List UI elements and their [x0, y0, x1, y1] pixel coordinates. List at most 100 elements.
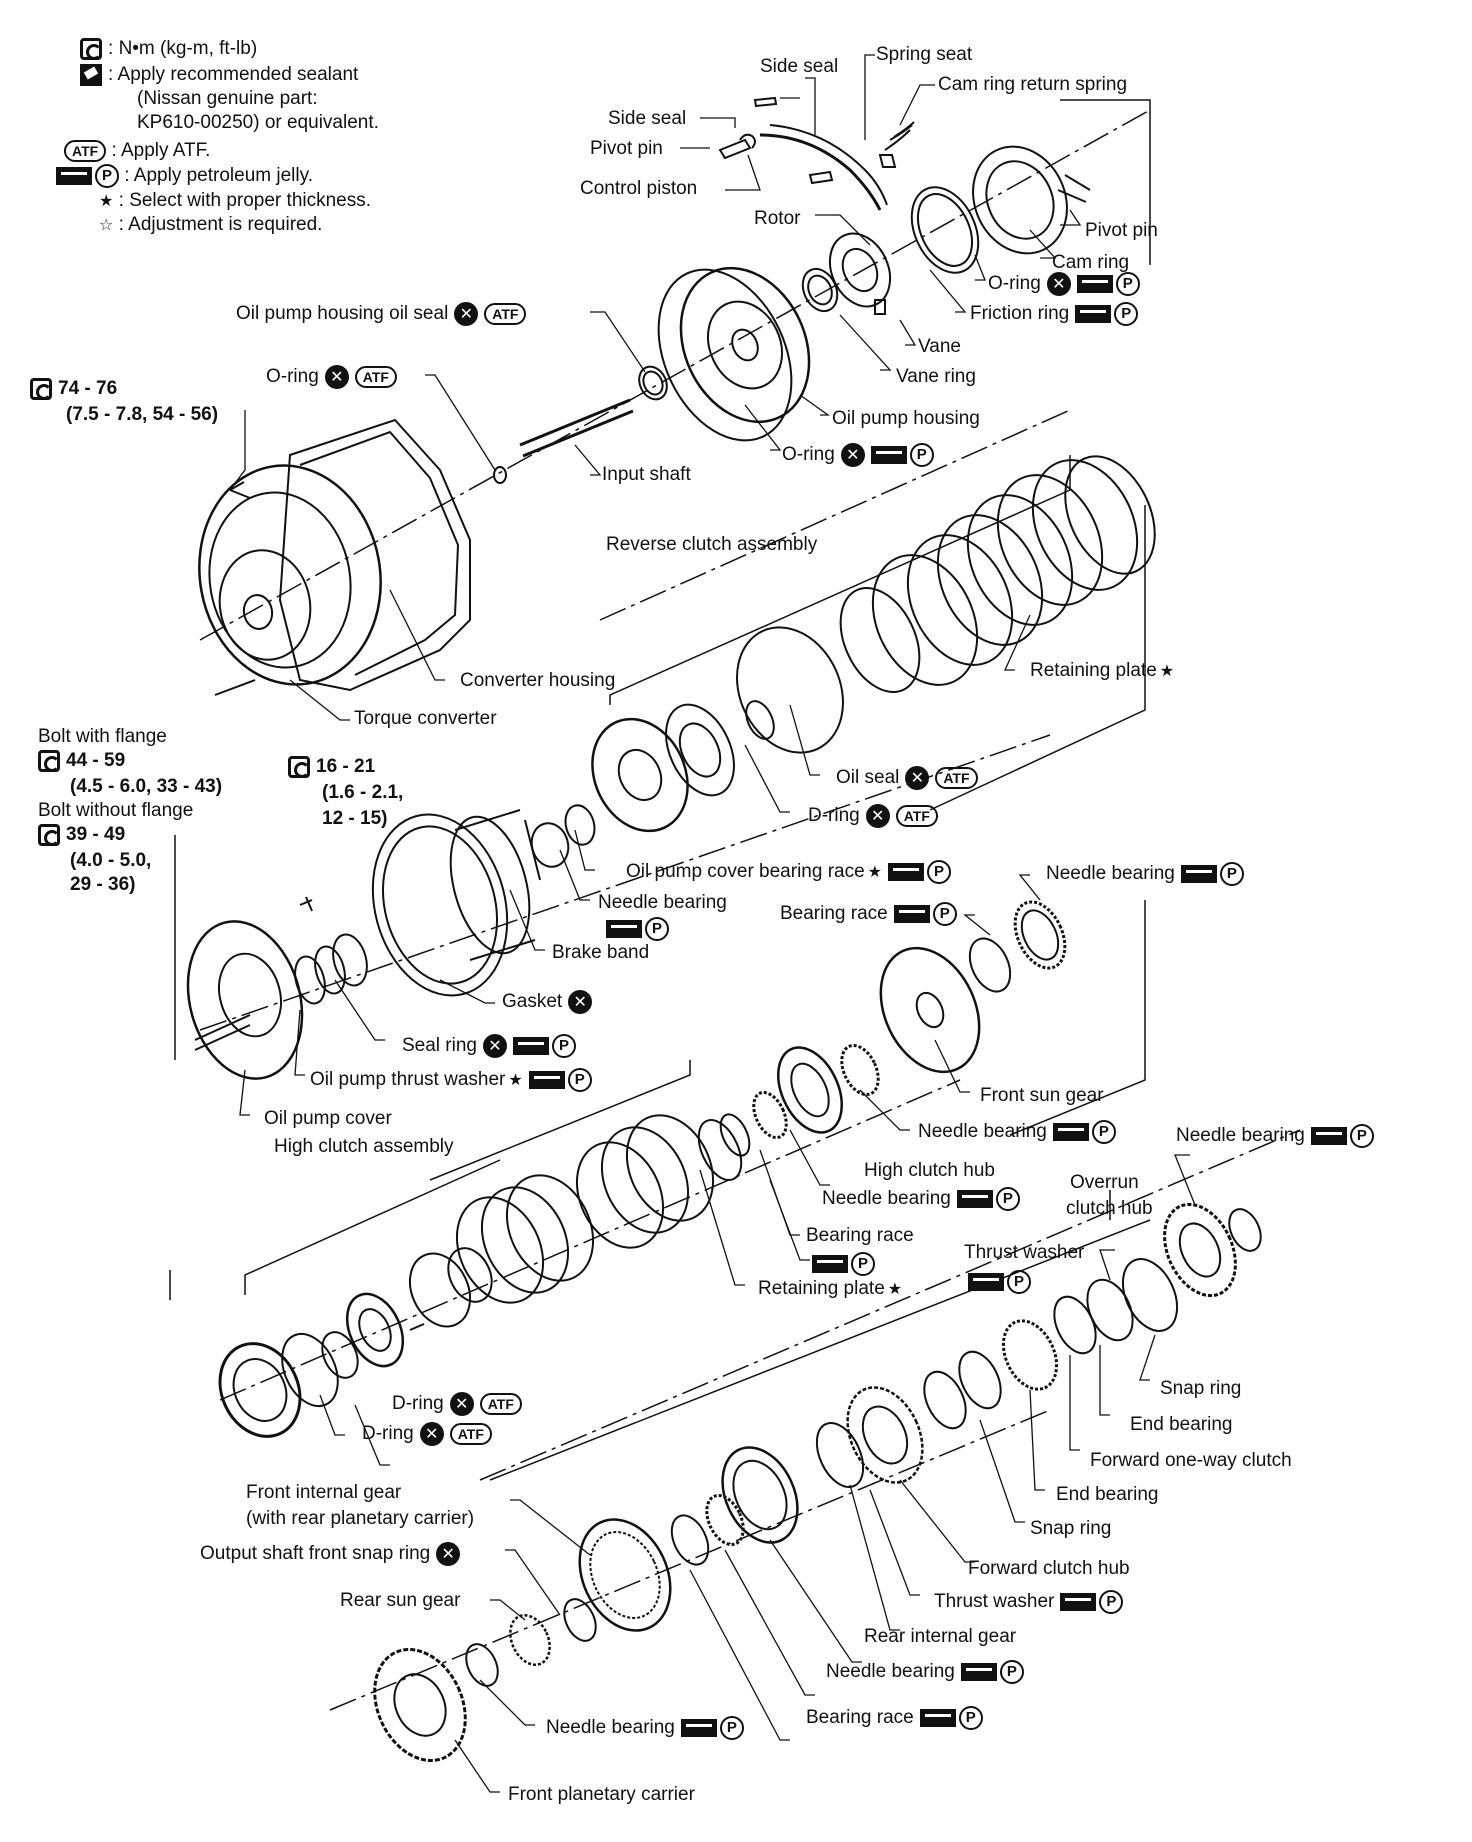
solid-star-icon: ★: [867, 862, 883, 882]
replace-x-icon: ✕: [436, 1542, 461, 1566]
petroleum-jelly-icon: [888, 863, 925, 881]
replace-x-icon: ✕: [865, 804, 890, 828]
label-thrust-washer-a: Thrust washer: [964, 1242, 1085, 1263]
label-d-ring-lower-2: D-ring✕ATF: [362, 1422, 492, 1446]
replace-x-icon: ✕: [419, 1422, 444, 1446]
bolt-with-flange-label: Bolt with flange: [38, 726, 167, 747]
replace-x-icon: ✕: [483, 1034, 507, 1058]
outline-star-icon: ☆: [99, 215, 114, 234]
label-rear-internal-gear: Rear internal gear: [864, 1626, 1017, 1647]
legend-sealant-line2: (Nissan genuine part:: [137, 88, 318, 109]
bolt-without-flange-label: Bolt without flange: [38, 800, 194, 821]
torque-spec-cover: 16 - 21: [288, 756, 375, 778]
legend-jelly: P : Apply petroleum jelly.: [50, 164, 313, 188]
legend-atf: ATF : Apply ATF.: [58, 140, 210, 162]
label-pivot-pin-right: Pivot pin: [1085, 220, 1158, 241]
petroleum-jelly-icon: [606, 920, 642, 938]
torque-spec-noflange-line2: (4.0 - 5.0,: [70, 850, 152, 871]
label-rotor: Rotor: [754, 208, 801, 229]
torque-spec-cover-line3: 12 - 15): [322, 808, 388, 829]
replace-x-icon: ✕: [454, 302, 479, 326]
label-side-seal-top: Side seal: [760, 56, 839, 77]
label-oil-pump-cover-bearing-race: Oil pump cover bearing race★P: [626, 860, 952, 884]
replace-x-icon: ✕: [568, 990, 593, 1014]
legend-adjust: ☆ : Adjustment is required.: [99, 214, 323, 235]
atf-icon: ATF: [895, 805, 938, 827]
replace-x-icon: ✕: [324, 365, 349, 389]
label-cam-ring-return-spring: Cam ring return spring: [938, 74, 1128, 95]
replace-x-icon: ✕: [905, 766, 930, 790]
petroleum-jelly-icon: [1075, 305, 1112, 323]
p-icon: P: [932, 902, 957, 926]
label-oil-pump-housing-oil-seal: Oil pump housing oil seal✕ATF: [236, 302, 527, 326]
replace-x-icon: ✕: [840, 443, 865, 467]
p-icon: P: [95, 164, 119, 188]
label-brake-band: Brake band: [552, 942, 650, 963]
label-front-planetary-carrier: Front planetary carrier: [508, 1784, 695, 1805]
torque-spec-noflange: 39 - 49: [38, 824, 125, 846]
label-end-bearing-a: End bearing: [1130, 1414, 1233, 1435]
label-forward-one-way-clutch: Forward one-way clutch: [1090, 1450, 1292, 1471]
p-icon: P: [1091, 1120, 1116, 1144]
label-front-internal-gear-1: Front internal gear: [246, 1482, 402, 1503]
label-end-bearing-b: End bearing: [1056, 1484, 1159, 1505]
oil-pump-cover-parts: [186, 804, 596, 1080]
label-pivot-pin-left: Pivot pin: [590, 138, 663, 159]
torque-spec-cover-line2: (1.6 - 2.1,: [322, 782, 404, 803]
petroleum-jelly-icon: [1310, 1127, 1347, 1145]
petroleum-jelly-icon: [1076, 275, 1113, 293]
label-needle-bearing-a-icons: P: [600, 917, 669, 941]
label-high-clutch-hub: High clutch hub: [864, 1160, 995, 1181]
label-snap-ring-b: Snap ring: [1030, 1518, 1112, 1539]
converter-housing-and-torque-converter: [198, 418, 471, 696]
petroleum-jelly-icon: [812, 1255, 848, 1273]
label-front-sun-gear: Front sun gear: [980, 1085, 1104, 1106]
label-oil-pump-thrust-washer: Oil pump thrust washer★P: [310, 1068, 592, 1092]
label-gasket: Gasket✕: [502, 990, 593, 1014]
torque-spec-noflange-line3: 29 - 36): [70, 874, 136, 895]
atf-icon: ATF: [479, 1393, 522, 1415]
label-overrun-clutch-hub-1: Overrun: [1070, 1172, 1139, 1193]
label-o-ring-housing: O-ring✕P: [782, 443, 934, 467]
petroleum-jelly-icon: [956, 1190, 993, 1208]
torque-wrench-icon: [30, 378, 52, 400]
legend-torque: : N•m (kg-m, ft-lb): [80, 38, 257, 60]
label-rear-sun-gear: Rear sun gear: [340, 1590, 461, 1611]
label-d-ring-upper: D-ring✕ATF: [808, 804, 938, 828]
sealant-icon: [80, 64, 102, 86]
label-input-shaft: Input shaft: [602, 464, 691, 485]
p-icon: P: [567, 1068, 592, 1092]
label-output-shaft-front-snap-ring: Output shaft front snap ring✕: [200, 1542, 461, 1566]
petroleum-jelly-icon: [1180, 865, 1217, 883]
petroleum-jelly-icon: [56, 167, 92, 185]
p-icon: P: [1007, 1270, 1031, 1294]
solid-star-icon: ★: [1159, 661, 1175, 681]
p-icon: P: [851, 1252, 875, 1276]
planetary-parts: [373, 1493, 745, 1762]
solid-star-icon: ★: [99, 191, 114, 210]
replace-x-icon: ✕: [1046, 272, 1071, 296]
petroleum-jelly-icon: [919, 1709, 956, 1727]
torque-spec-flange-line2: (4.5 - 6.0, 33 - 43): [70, 776, 223, 797]
label-oil-pump-housing: Oil pump housing: [832, 408, 980, 429]
label-vane-ring: Vane ring: [896, 366, 976, 387]
high-clutch-parts: [218, 1114, 743, 1438]
torque-spec-bolt-top: 74 - 76: [30, 378, 117, 400]
label-d-ring-lower-1: D-ring✕ATF: [392, 1392, 522, 1416]
label-bearing-race-b-icons: P: [806, 1252, 875, 1276]
legend-sealant: : Apply recommended sealant: [80, 64, 358, 86]
label-oil-pump-cover: Oil pump cover: [264, 1108, 392, 1129]
p-icon: P: [1349, 1124, 1374, 1148]
petroleum-jelly-icon: [1060, 1593, 1097, 1611]
torque-wrench-icon: [80, 38, 102, 60]
p-icon: P: [995, 1187, 1020, 1211]
label-thrust-washer-a-icons: P: [962, 1270, 1031, 1294]
label-retaining-plate-upper: Retaining plate★: [1030, 660, 1175, 681]
forward-clutch-parts: [721, 1202, 1262, 1544]
p-icon: P: [958, 1706, 983, 1730]
